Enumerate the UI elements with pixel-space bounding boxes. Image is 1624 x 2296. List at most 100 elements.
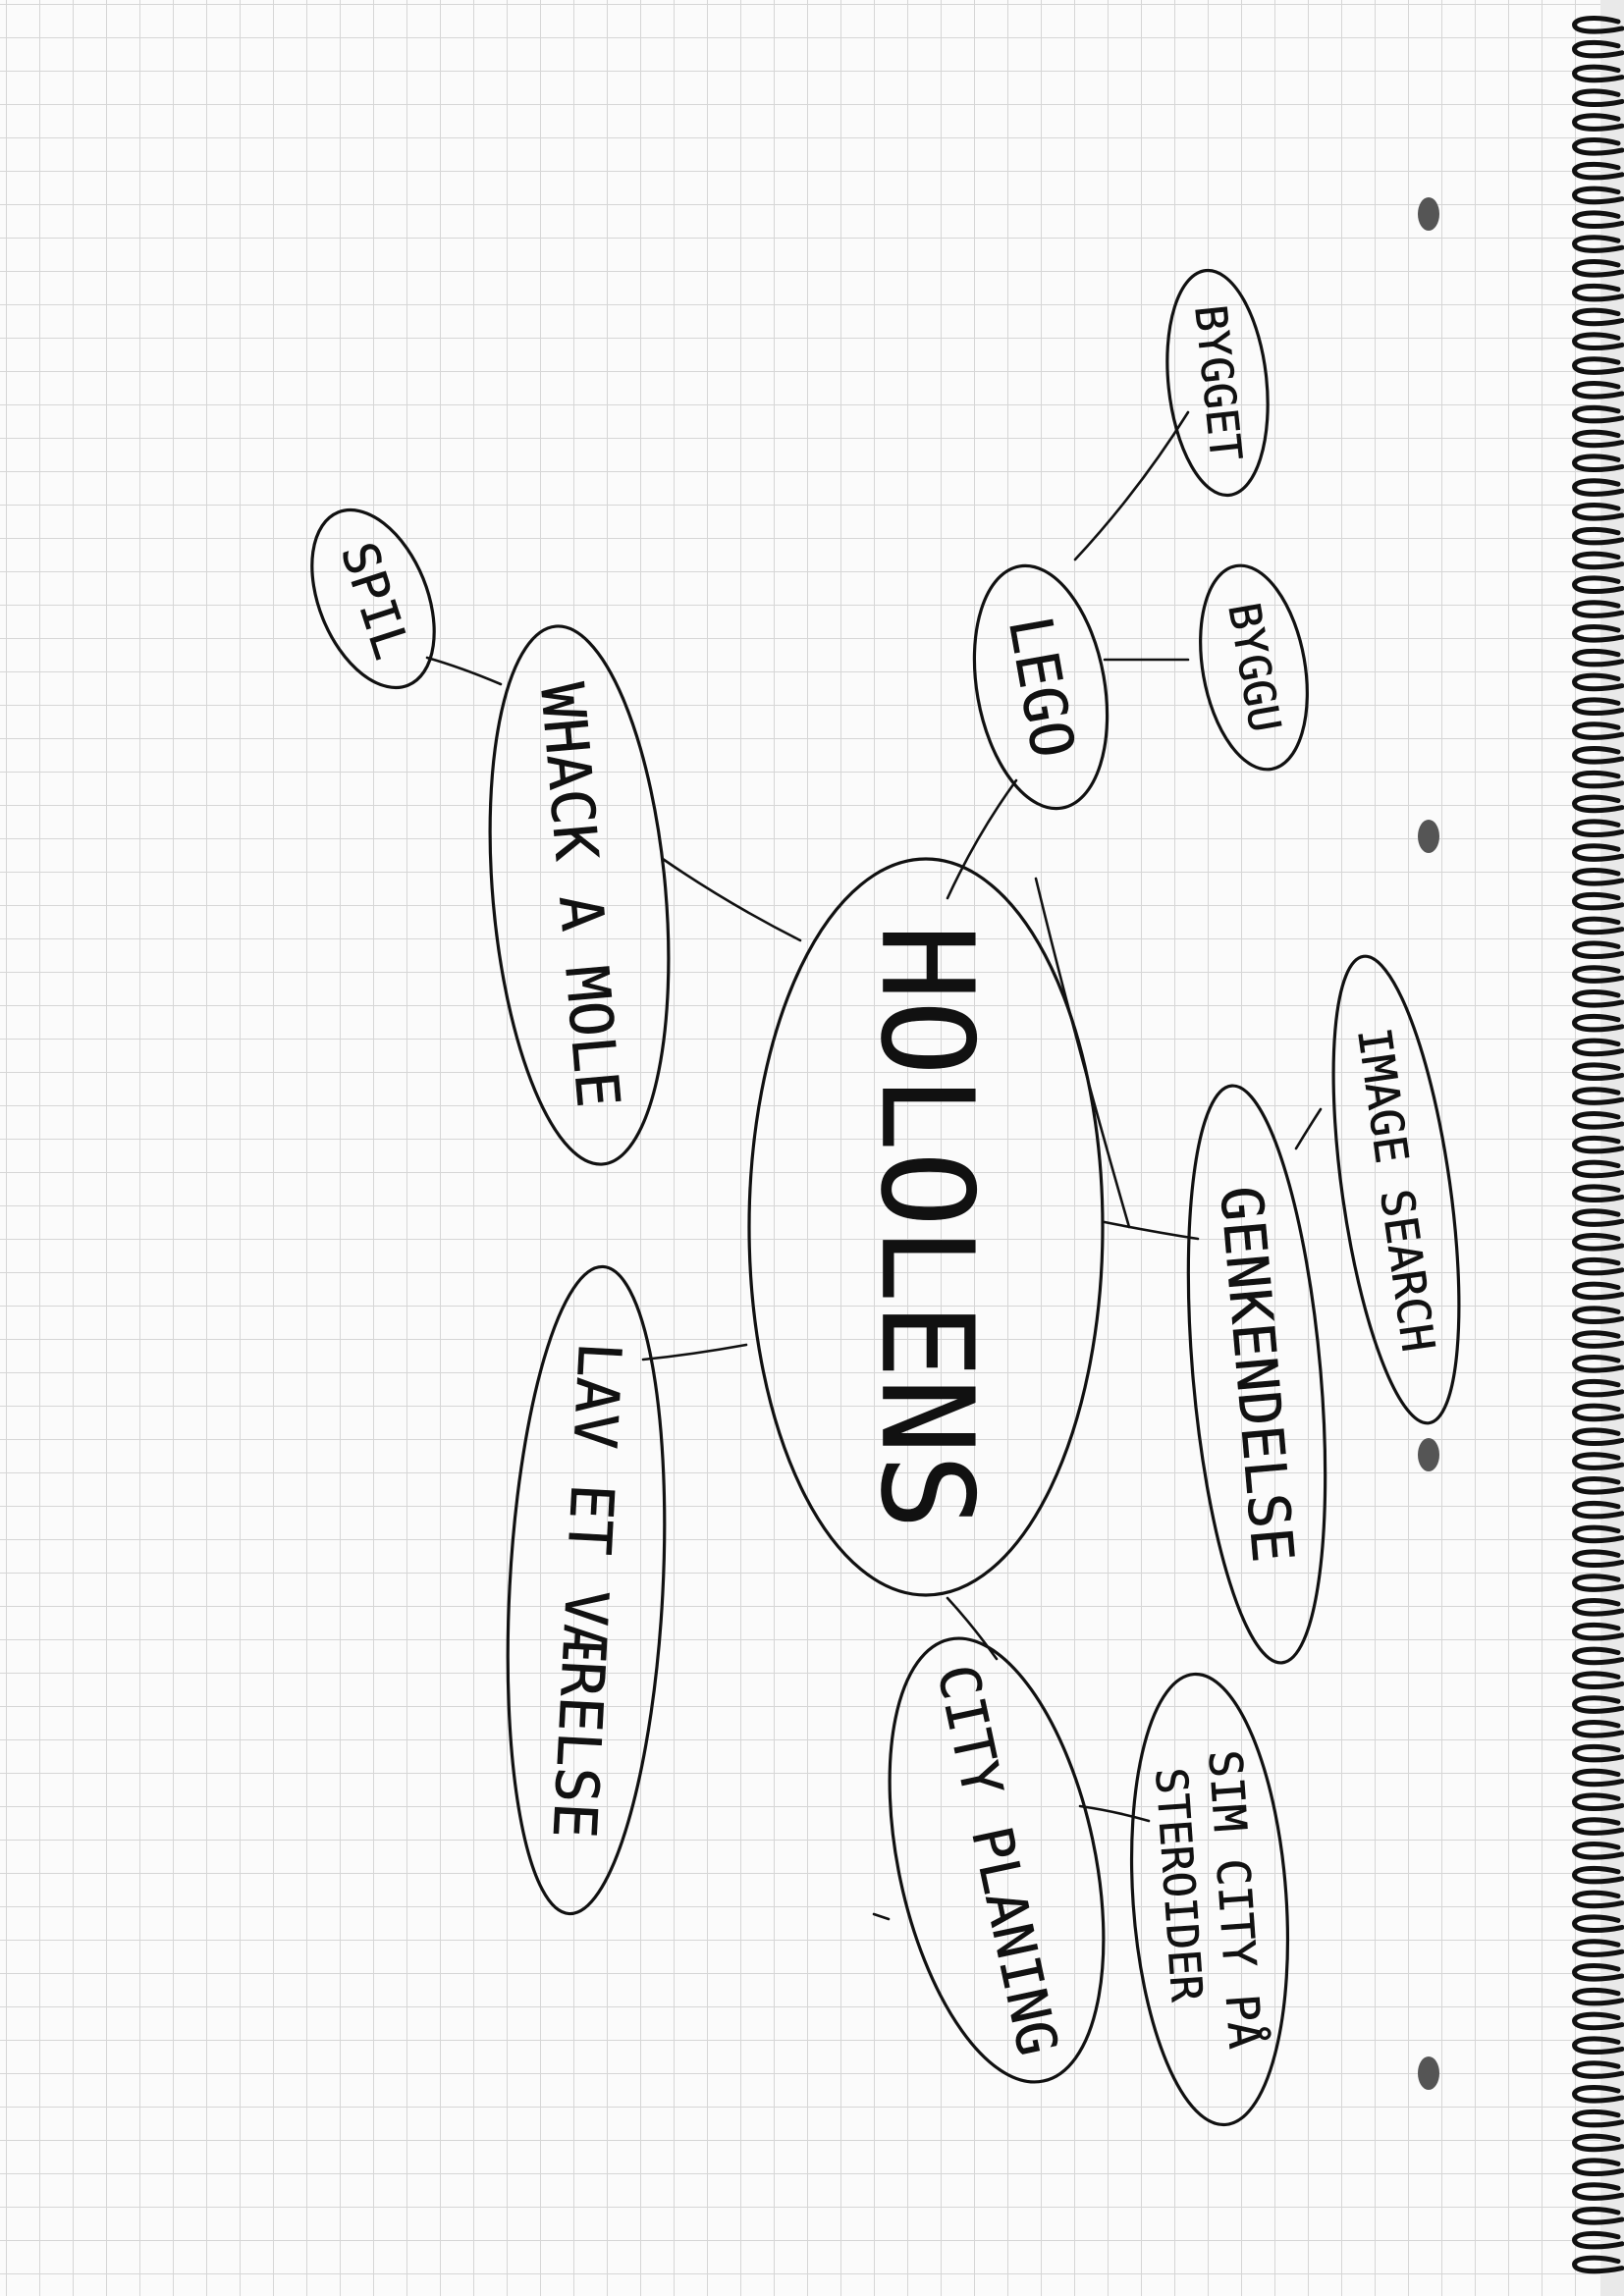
- spiral-loop: [1572, 794, 1624, 814]
- spiral-loop: [1572, 551, 1624, 570]
- node-genkendelse: GENKENDELSE: [1186, 1084, 1327, 1665]
- node-label: LAV ET VÆRELSE: [539, 1341, 633, 1841]
- spiral-loop: [1572, 1792, 1624, 1812]
- spiral-loop: [1572, 940, 1624, 960]
- spiral-loop: [1572, 1865, 1624, 1885]
- spiral-loop: [1572, 916, 1624, 935]
- node-whack-a-mole: WHACK A MOLE: [488, 624, 671, 1166]
- binder-hole: [1418, 197, 1439, 231]
- node-label: LEGO: [995, 612, 1087, 763]
- spiral-loop: [1572, 113, 1624, 132]
- spiral-loop: [1572, 575, 1624, 595]
- node-city-planing: CITY PLANING: [888, 1636, 1106, 2084]
- spiral-loop: [1572, 88, 1624, 108]
- spiral-loop: [1572, 2133, 1624, 2153]
- spiral-loop: [1572, 2230, 1624, 2250]
- spiral-loop: [1572, 1890, 1624, 1909]
- spiral-loop: [1572, 503, 1624, 521]
- link-center-genkendelse: [1103, 1220, 1200, 1241]
- spiral-loop: [1572, 746, 1624, 765]
- spiral-loop: [1572, 1549, 1624, 1569]
- spiral-loop: [1572, 819, 1624, 838]
- spiral-loop: [1572, 1695, 1624, 1714]
- node-label: CITY PLANING: [924, 1659, 1069, 2060]
- node-hololens: HOLOLENS: [747, 857, 1105, 1597]
- spiral-loop: [1572, 283, 1624, 302]
- spiral-loop: [1572, 1452, 1624, 1470]
- spiral-loop: [1572, 1743, 1624, 1763]
- link-center-city: [946, 1596, 999, 1661]
- spiral-loop: [1572, 1135, 1624, 1154]
- node-label: HOLOLENS: [853, 925, 1000, 1530]
- spiral-loop: [1572, 1768, 1624, 1788]
- spiral-loop: [1572, 843, 1624, 862]
- spiral-loop: [1572, 1939, 1624, 1957]
- node-label: GENKENDELSE: [1207, 1184, 1306, 1566]
- spiral-loop: [1572, 1355, 1624, 1373]
- spiral-loop: [1572, 1256, 1624, 1276]
- binder-hole: [1418, 1438, 1439, 1471]
- spiral-loop: [1572, 1281, 1624, 1301]
- link-center-lego: [946, 778, 1018, 900]
- node-label-line-1: SIM CITY PÅ: [1198, 1748, 1272, 2051]
- node-label: BYGGU: [1218, 599, 1289, 735]
- link-genkendelse-image: [1294, 1107, 1323, 1150]
- spiral-loop: [1572, 429, 1624, 449]
- bubble-outline: [506, 1264, 667, 1916]
- spiral-loop: [1572, 868, 1624, 886]
- spiral-loop: [1572, 1087, 1624, 1105]
- bubble-outline: [310, 507, 436, 690]
- node-bygget: BYGGET: [1165, 268, 1270, 498]
- spiral-loop: [1572, 137, 1624, 156]
- spiral-loop: [1572, 1159, 1624, 1179]
- spiral-loop: [1572, 1671, 1624, 1690]
- node-byggu: BYGGU: [1199, 563, 1309, 772]
- spiral-loop: [1572, 186, 1624, 205]
- spiral-loop: [1572, 1013, 1624, 1033]
- spiral-loop: [1572, 1817, 1624, 1836]
- spiral-loop: [1572, 965, 1624, 984]
- link-center-whack: [661, 857, 802, 942]
- node-lav-et-vaerelse: LAV ET VÆRELSE: [506, 1264, 667, 1916]
- spiral-loop: [1572, 624, 1624, 643]
- spiral-loop: [1572, 2255, 1624, 2274]
- spiral-loop: [1572, 1208, 1624, 1227]
- spiral-loop: [1572, 1987, 1624, 2006]
- spiral-loop: [1572, 259, 1624, 278]
- spiral-loop: [1572, 1914, 1624, 1934]
- spiral-loop: [1572, 1524, 1624, 1544]
- spiral-loop: [1572, 1111, 1624, 1130]
- spiral-loop: [1572, 404, 1624, 424]
- binder-hole: [1418, 2056, 1439, 2090]
- spiral-loop: [1572, 1842, 1624, 1860]
- spiral-loop: [1572, 721, 1624, 740]
- node-label: SPIL: [330, 536, 420, 666]
- spiral-loop: [1572, 648, 1624, 667]
- spiral-loop: [1572, 332, 1624, 351]
- bubble-outline: [1165, 268, 1270, 498]
- bubble-outline: [1199, 563, 1309, 772]
- link-city-simcity: [1078, 1804, 1151, 1823]
- node-label: WHACK A MOLE: [526, 680, 632, 1110]
- spiral-loop: [1572, 1646, 1624, 1666]
- spiral-loop: [1572, 600, 1624, 618]
- bubble-outline: [1186, 1084, 1327, 1665]
- link-whack-spil: [425, 656, 503, 686]
- binder-hole: [1418, 820, 1439, 853]
- spiral-loop: [1572, 1720, 1624, 1738]
- spiral-loop: [1572, 989, 1624, 1008]
- spiral-loop: [1572, 307, 1624, 327]
- spiral-loop: [1572, 2011, 1624, 2031]
- spiral-loop: [1572, 770, 1624, 789]
- spiral-loop: [1572, 1476, 1624, 1495]
- spiral-loop: [1572, 1062, 1624, 1082]
- spiral-loop: [1572, 2207, 1624, 2225]
- spiral-loop: [1572, 16, 1624, 34]
- spiral-loop: [1572, 2036, 1624, 2056]
- spiral-loop: [1572, 891, 1624, 911]
- node-label-line-2: STEROIDER: [1145, 1766, 1212, 2003]
- bubble-outline: [488, 624, 671, 1166]
- spiral-loop: [1572, 1403, 1624, 1422]
